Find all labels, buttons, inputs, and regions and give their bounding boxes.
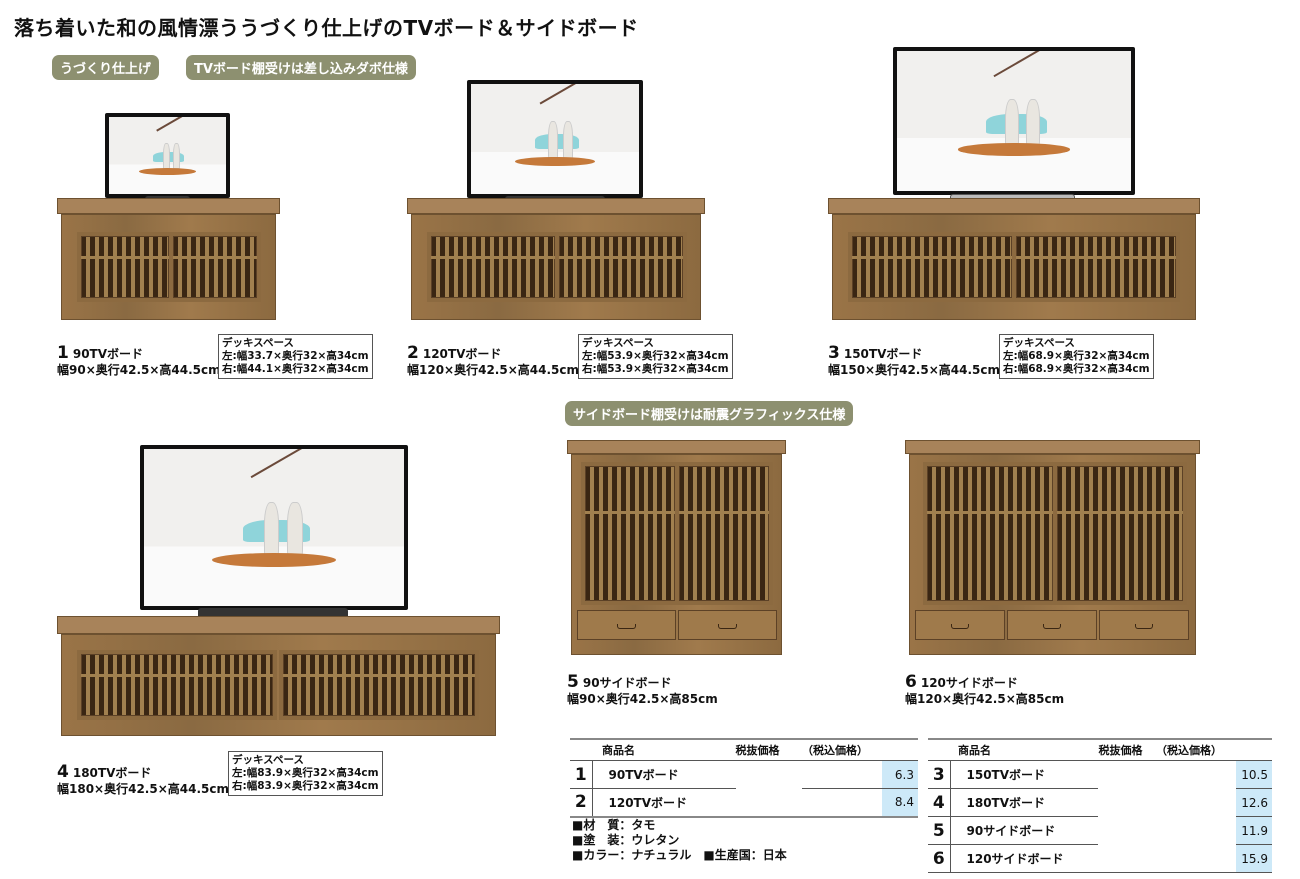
row-number: 2 <box>570 788 593 817</box>
product-size: 幅180×奥行42.5×高44.5cm <box>57 782 229 796</box>
header-price: 税抜価格 <box>735 738 802 761</box>
row-name: 150TVボード <box>950 760 1099 789</box>
product-number: 6 <box>905 672 917 692</box>
tv-image <box>893 47 1135 195</box>
deck-right: 右:幅53.9×奥行32×高34cm <box>582 363 729 375</box>
row-name: 180TVボード <box>950 788 1099 817</box>
page-title: 落ち着いた和の風情漂ううづくり仕上げのTVボード＆サイドボード <box>14 16 639 40</box>
tv-image <box>140 445 408 610</box>
deck-left: 左:幅53.9×奥行32×高34cm <box>582 350 729 362</box>
row-price: 12.6 <box>1236 788 1272 817</box>
product-number: 2 <box>407 343 419 363</box>
row-name: 90サイドボード <box>950 816 1099 845</box>
deck-left: 左:幅33.7×奥行32×高34cm <box>222 350 369 362</box>
header-tax: （税込価格） <box>1156 738 1272 761</box>
product-name: 180TVボード <box>72 766 152 780</box>
row-price: 8.4 <box>882 788 918 817</box>
row-number: 3 <box>928 760 951 789</box>
deck-title: デッキスペース <box>222 337 294 349</box>
row-name: 120TVボード <box>592 788 736 817</box>
product-number: 3 <box>828 343 840 363</box>
row-name: 120サイドボード <box>950 844 1099 873</box>
tv-image <box>467 80 643 198</box>
spec-finish: ■塗 装：ウレタン <box>572 833 680 847</box>
deck-left: 左:幅68.9×奥行32×高34cm <box>1003 350 1150 362</box>
deck-right: 右:幅83.9×奥行32×高34cm <box>232 780 379 792</box>
header-tax: （税込価格） <box>802 738 918 761</box>
tv-image <box>105 113 230 198</box>
product-size: 幅120×奥行42.5×高85cm <box>905 692 1065 706</box>
row-price: 6.3 <box>882 760 918 789</box>
row-number: 6 <box>928 844 951 873</box>
header-name: 商品名 <box>928 738 1099 761</box>
product-size: 幅90×奥行42.5×高85cm <box>567 692 718 706</box>
row-price: 10.5 <box>1236 760 1272 789</box>
tag-finish: うづくり仕上げ <box>52 55 160 80</box>
product-number: 4 <box>57 762 69 782</box>
spec-color: ■カラー：ナチュラル <box>572 848 692 862</box>
header-price: 税抜価格 <box>1098 738 1156 761</box>
row-number: 5 <box>928 816 951 845</box>
header-name: 商品名 <box>570 738 736 761</box>
tv-board-120-image <box>407 198 705 320</box>
row-price: 11.9 <box>1236 816 1272 845</box>
product-size: 幅90×奥行42.5×高44.5cm <box>57 363 221 377</box>
product-name: 120TVボード <box>422 347 502 361</box>
sideboard-90-image <box>567 440 786 655</box>
deck-title: デッキスペース <box>582 337 654 349</box>
deck-right: 右:幅68.9×奥行32×高34cm <box>1003 363 1150 375</box>
deck-title: デッキスペース <box>232 754 304 766</box>
spec-origin: ■生産国：日本 <box>703 848 787 862</box>
tv-board-180-image <box>57 616 500 736</box>
spec-material: ■材 質：タモ <box>572 818 656 832</box>
deck-title: デッキスペース <box>1003 337 1075 349</box>
tv-board-90-image <box>57 198 280 320</box>
tv-board-150-image <box>828 198 1200 320</box>
product-number: 1 <box>57 343 69 363</box>
product-name: 120サイドボード <box>920 676 1018 690</box>
row-price: 15.9 <box>1236 844 1272 873</box>
deck-right: 右:幅44.1×奥行32×高34cm <box>222 363 369 375</box>
product-number: 5 <box>567 672 579 692</box>
sideboard-120-image <box>905 440 1200 655</box>
product-size: 幅150×奥行42.5×高44.5cm <box>828 363 1000 377</box>
row-number: 1 <box>570 760 593 789</box>
product-name: 150TVボード <box>843 347 923 361</box>
row-number: 4 <box>928 788 951 817</box>
deck-left: 左:幅83.9×奥行32×高34cm <box>232 767 379 779</box>
product-name: 90サイドボード <box>582 676 672 690</box>
product-specs: ■材 質：タモ ■塗 装：ウレタン ■カラー：ナチュラル ■生産国：日本 <box>572 818 787 863</box>
row-name: 90TVボード <box>592 760 736 789</box>
tag-sideboard-shelf: サイドボード棚受けは耐震グラフィックス仕様 <box>565 401 854 426</box>
product-size: 幅120×奥行42.5×高44.5cm <box>407 363 579 377</box>
tag-tv-shelf: TVボード棚受けは差し込みダボ仕様 <box>186 55 416 80</box>
product-name: 90TVボード <box>72 347 144 361</box>
